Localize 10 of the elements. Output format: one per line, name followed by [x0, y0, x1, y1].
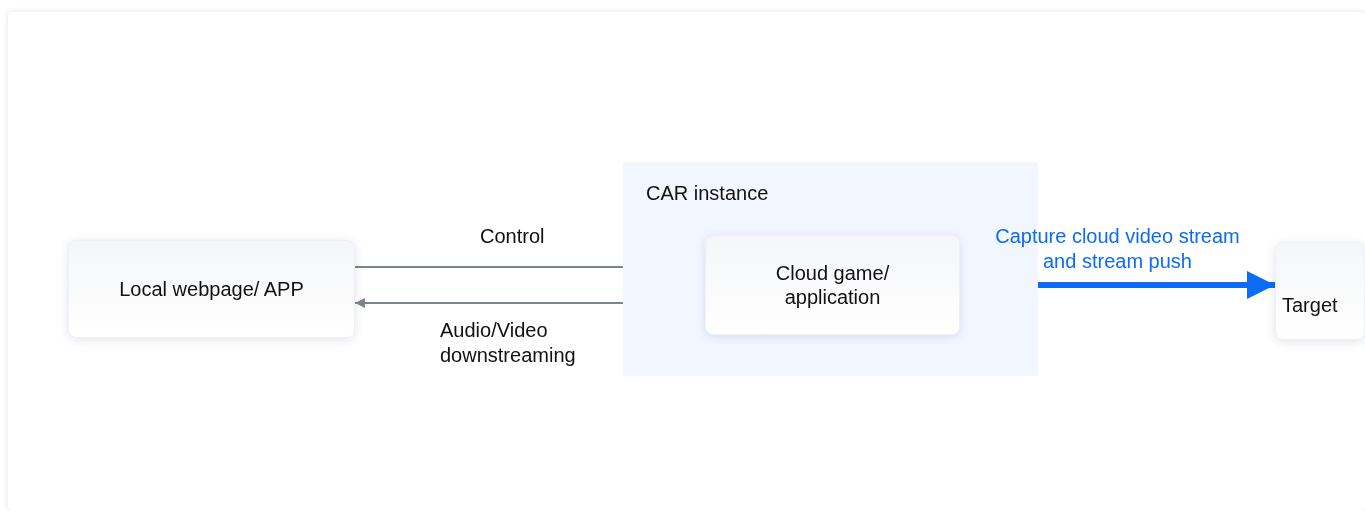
process-box	[68, 240, 355, 338]
node-label: Local webpage/ APP	[119, 277, 304, 301]
target-box	[1275, 242, 1365, 340]
process-box	[705, 235, 960, 335]
node-label: Target	[1282, 293, 1338, 317]
group-title: CAR instance	[646, 182, 769, 205]
edge-label: Audio/Video downstreaming	[440, 318, 577, 368]
edge-label: Capture cloud video stream and stream push	[994, 224, 1241, 274]
edge-label: Control	[480, 224, 545, 249]
node-label: Cloud game/ application	[774, 261, 891, 309]
